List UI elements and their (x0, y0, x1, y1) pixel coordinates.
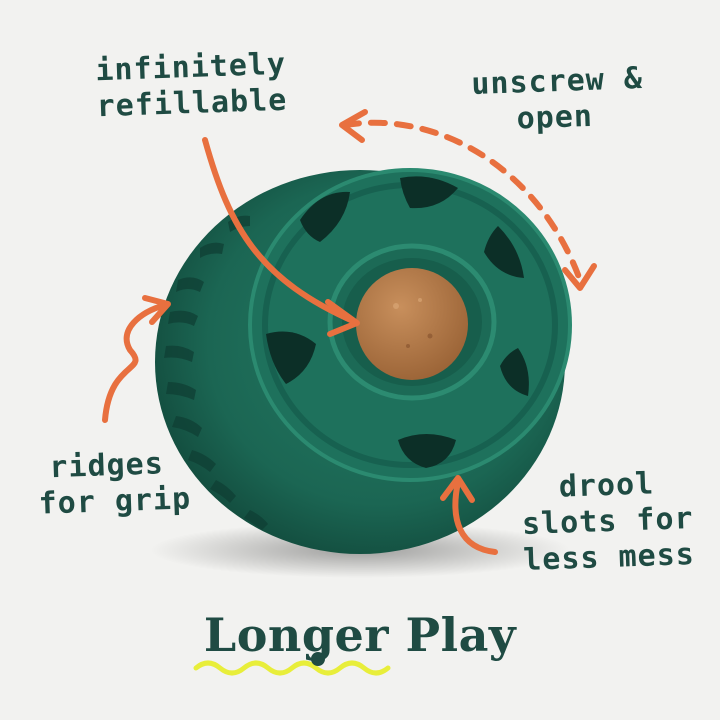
annotation-unscrew: unscrew & open (471, 61, 645, 139)
arrow-icon (440, 475, 498, 555)
annotation-line: slots for (521, 501, 695, 542)
annotation-ridges: ridges for grip (37, 445, 192, 522)
treat-ball (356, 268, 468, 380)
annotation-line: unscrew & (470, 61, 644, 102)
annotation-line: less mess (522, 536, 696, 578)
arrow-icon (102, 295, 171, 423)
annotation-line: open (516, 98, 594, 137)
arrow-icon (202, 137, 360, 337)
squiggle-underline-icon (193, 652, 391, 676)
annotation-line: refillable (96, 82, 288, 125)
annotation-line: for grip (38, 481, 192, 522)
annotation-refillable: infinitely refillable (95, 47, 288, 126)
dog-toy-ball-icon (155, 168, 572, 554)
headline: Longer Play (203, 608, 517, 662)
dashed-double-arrow-icon (339, 109, 597, 291)
annotation-line: drool (558, 466, 655, 505)
annotation-drool: drool slots for less mess (520, 465, 695, 579)
annotation-line: ridges (48, 446, 165, 486)
